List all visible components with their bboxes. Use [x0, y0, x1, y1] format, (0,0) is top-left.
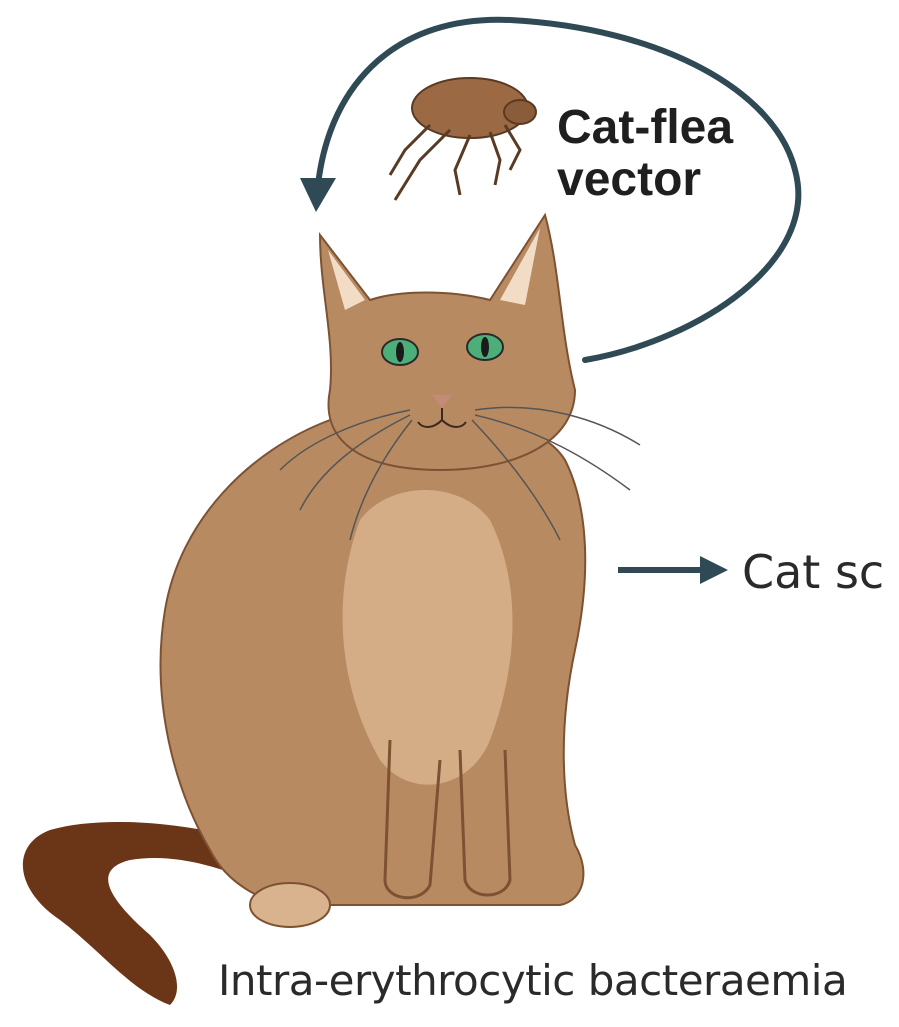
bacteraemia-label: Intra-erythrocytic bacteraemia: [218, 956, 847, 1005]
cycle-arrowhead-icon: [300, 178, 336, 212]
outcome-arrow: [618, 556, 728, 584]
cat-paw: [250, 883, 330, 927]
vector-label-line1: Cat-flea: [557, 102, 733, 154]
cat-head: [320, 215, 575, 470]
outcome-label: Cat sc: [742, 545, 884, 599]
right-arrow-icon: [700, 556, 728, 584]
flea-icon: [390, 78, 536, 200]
vector-label: Cat-flea vector: [557, 102, 733, 206]
vector-label-line2: vector: [557, 154, 733, 206]
